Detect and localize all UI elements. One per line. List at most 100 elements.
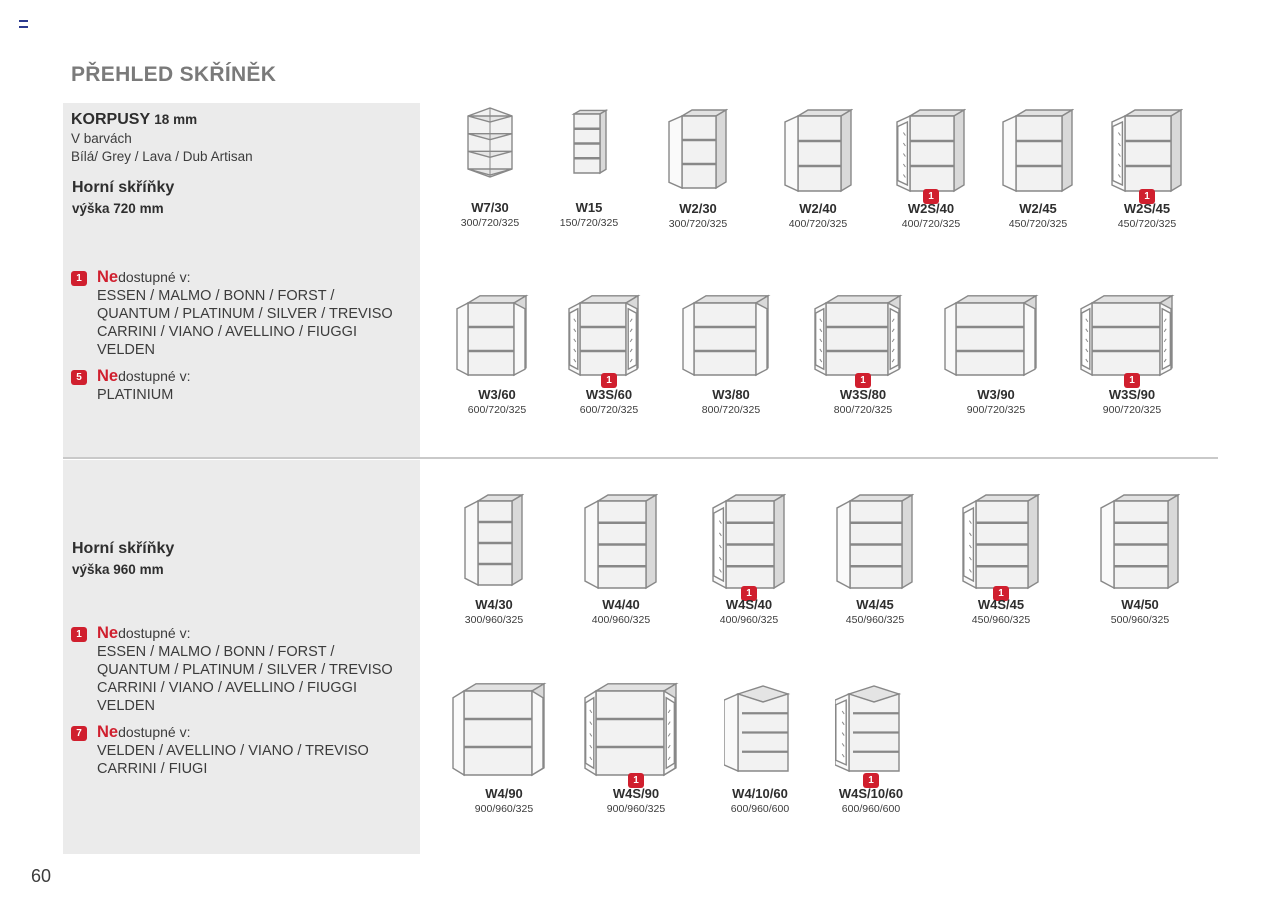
cabinet-item: W7/30 300/720/325 bbox=[420, 106, 560, 234]
availability-badge: 1 bbox=[741, 586, 757, 601]
cabinet-dimensions: 450/960/325 bbox=[971, 614, 1031, 626]
cabinet-item: W2/45 450/720/325 bbox=[968, 108, 1108, 235]
cabinet-dimensions: 600/720/325 bbox=[467, 404, 527, 416]
note-line: ESSEN / MALMO / BONN / FORST / bbox=[97, 644, 335, 660]
cabinet-code: W2S/40 bbox=[907, 201, 955, 216]
glass-double-wall-cabinet-icon bbox=[1080, 293, 1184, 381]
cabinet-dimensions: 900/720/325 bbox=[1102, 404, 1162, 416]
korpusy-colors: Bílá/ Grey / Lava / Dub Artisan bbox=[71, 149, 253, 164]
cabinet-dimensions: 150/720/325 bbox=[559, 217, 619, 229]
corner-shelf-cabinet-icon bbox=[464, 106, 516, 181]
cabinet-dimensions: 600/960/600 bbox=[730, 803, 790, 815]
note-line: VELDEN bbox=[97, 698, 156, 714]
glass-double-wall-cabinet-icon bbox=[814, 293, 912, 381]
cabinet-code: W3S/60 bbox=[585, 387, 633, 402]
glass-corner-wall-cabinet-icon bbox=[835, 684, 907, 781]
wall-cabinet-icon bbox=[1002, 108, 1074, 197]
tall-wall-cabinet-icon bbox=[584, 493, 658, 594]
note-line: QUANTUM / PLATINUM / SILVER / TREVISO bbox=[97, 306, 393, 322]
korpusy-thickness: 18 mm bbox=[154, 112, 198, 127]
cabinet-code: W4S/10/60 bbox=[838, 786, 904, 801]
open-narrow-cabinet-icon bbox=[570, 106, 608, 181]
double-wall-cabinet-icon bbox=[682, 293, 780, 381]
cabinet-code: W3/60 bbox=[478, 387, 516, 402]
note-heading: Nedostupné v: bbox=[97, 367, 191, 385]
note-badge: 1 bbox=[71, 271, 87, 286]
cabinet-code: W15 bbox=[575, 200, 603, 215]
cabinet-dimensions: 900/960/325 bbox=[474, 803, 534, 815]
wall-cabinet-icon bbox=[783, 108, 853, 197]
cabinet-code: W4S/40 bbox=[725, 597, 773, 612]
cabinet-code: W3S/80 bbox=[839, 387, 887, 402]
glass-wall-cabinet-icon bbox=[896, 108, 966, 197]
cabinet-dimensions: 450/720/325 bbox=[1008, 218, 1068, 230]
korpusy-heading: KORPUSY 18 mm bbox=[71, 111, 197, 129]
cabinet-code: W4S/45 bbox=[977, 597, 1025, 612]
cabinet-code: W4/90 bbox=[485, 786, 523, 801]
note-line: VELDEN / AVELLINO / VIANO / TREVISO bbox=[97, 743, 369, 759]
cabinet-dimensions: 800/720/325 bbox=[833, 404, 893, 416]
glass-wall-cabinet-icon bbox=[1111, 108, 1183, 197]
cabinet-code: W3S/90 bbox=[1108, 387, 1156, 402]
cabinet-dimensions: 600/720/325 bbox=[579, 404, 639, 416]
note-line: PLATINIUM bbox=[97, 387, 174, 403]
glass-tall-wall-cabinet-icon bbox=[962, 493, 1040, 594]
availability-badge: 1 bbox=[601, 373, 617, 388]
cabinet-item: W3/60 600/720/325 bbox=[427, 293, 567, 421]
section-subtitle: výška 720 mm bbox=[72, 201, 164, 216]
note-badge: 5 bbox=[71, 370, 87, 385]
section-subtitle: výška 960 mm bbox=[72, 562, 164, 577]
cabinet-code: W2/45 bbox=[1019, 201, 1057, 216]
availability-badge: 1 bbox=[855, 373, 871, 388]
note-badge: 1 bbox=[71, 627, 87, 642]
cabinet-code: W4/30 bbox=[475, 597, 513, 612]
cabinet-code: W4S/90 bbox=[612, 786, 660, 801]
cabinet-code: W2/30 bbox=[679, 201, 717, 216]
cabinet-code: W2/40 bbox=[799, 201, 837, 216]
cabinet-dimensions: 400/960/325 bbox=[719, 614, 779, 626]
tall-double-wall-cabinet-icon bbox=[452, 681, 556, 781]
cabinet-code: W7/30 bbox=[471, 200, 509, 215]
cabinet-dimensions: 300/720/325 bbox=[460, 217, 520, 229]
cabinet-item: W4/10/60 600/960/600 bbox=[690, 684, 830, 820]
cabinet-code: W4/40 bbox=[602, 597, 640, 612]
cabinet-dimensions: 400/720/325 bbox=[901, 218, 961, 230]
tall-wall-cabinet-icon bbox=[836, 493, 914, 594]
cabinet-dimensions: 600/960/600 bbox=[841, 803, 901, 815]
cabinet-code: W3/90 bbox=[977, 387, 1015, 402]
note-line: QUANTUM / PLATINUM / SILVER / TREVISO bbox=[97, 662, 393, 678]
language-flag-icon bbox=[19, 20, 28, 28]
note-badge: 7 bbox=[71, 726, 87, 741]
cabinet-item: W4/30 300/960/325 bbox=[424, 493, 564, 631]
cabinet-dimensions: 450/720/325 bbox=[1117, 218, 1177, 230]
note-heading: Nedostupné v: bbox=[97, 268, 191, 286]
info-panel-960: Horní skříňky výška 960 mm 1 Nedostupné … bbox=[63, 460, 420, 854]
tall-wall-cabinet-icon bbox=[464, 493, 524, 591]
availability-badge: 1 bbox=[993, 586, 1009, 601]
availability-badge: 1 bbox=[1139, 189, 1155, 204]
availability-badge: 1 bbox=[923, 189, 939, 204]
cabinet-code: W4/10/60 bbox=[732, 786, 788, 801]
cabinet-dimensions: 800/720/325 bbox=[701, 404, 761, 416]
tall-wall-cabinet-icon bbox=[1100, 493, 1180, 594]
cabinet-item: W15 150/720/325 bbox=[519, 106, 659, 234]
cabinet-dimensions: 900/960/325 bbox=[606, 803, 666, 815]
availability-badge: 1 bbox=[628, 773, 644, 788]
availability-badge: 1 bbox=[863, 773, 879, 788]
korpusy-colors-label: V barvách bbox=[71, 131, 132, 146]
cabinet-dimensions: 300/960/325 bbox=[464, 614, 524, 626]
glass-tall-double-wall-cabinet-icon bbox=[584, 681, 688, 781]
cabinet-item: W4/90 900/960/325 bbox=[434, 681, 574, 820]
section-divider bbox=[63, 457, 1218, 459]
